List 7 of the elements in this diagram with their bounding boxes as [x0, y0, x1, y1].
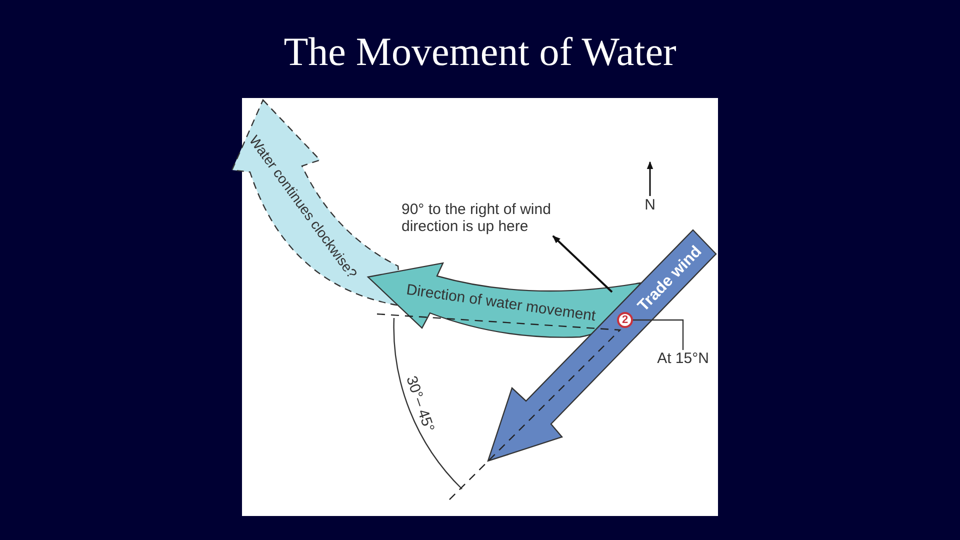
note: 90° to the right of wind direction is up here: [402, 201, 552, 235]
title: The Movement of Water: [282, 28, 678, 76]
arrow-label: Direction of water movement: [405, 281, 597, 325]
latitude-label: At 15°N: [655, 350, 711, 368]
north-label: N: [644, 196, 656, 214]
angle-label: 30°– 45°: [402, 374, 438, 434]
leader-line: [633, 319, 684, 350]
